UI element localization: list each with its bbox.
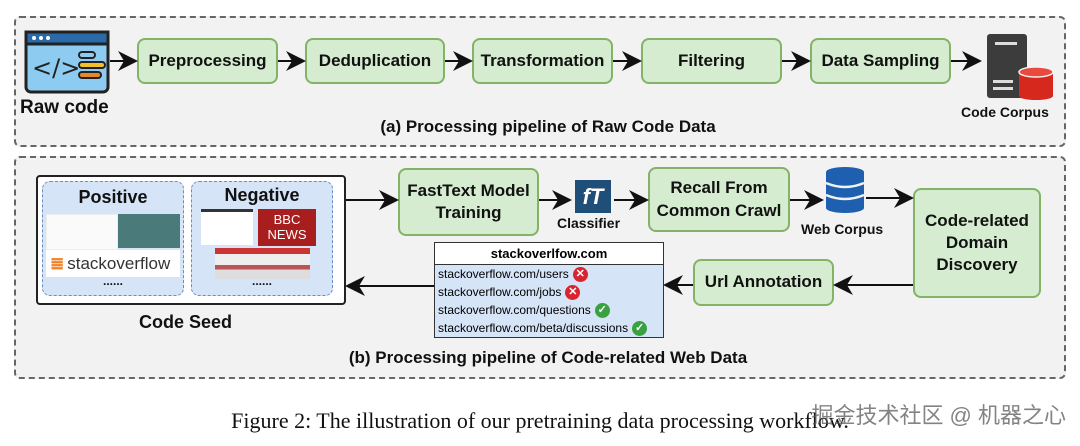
recall-common-crawl-box: Recall From Common Crawl	[648, 167, 790, 232]
stackoverflow-logo-text: stackoverflow	[67, 253, 171, 273]
svg-text:</>: </>	[32, 54, 80, 82]
stackoverflow-logo: ≣stackoverflow	[46, 250, 180, 277]
code-corpus-label: Code Corpus	[961, 104, 1049, 120]
news-site-thumbnail	[201, 209, 253, 245]
stackoverflow-icon: ≣	[50, 253, 65, 273]
url-table-title: stackoverlfow.com	[435, 243, 663, 265]
reject-x-icon: ✕	[565, 284, 581, 300]
accept-check-icon: ✓	[632, 320, 648, 336]
code-window-icon: </>	[24, 30, 110, 94]
positive-screenshot-thumbnail	[118, 214, 180, 248]
database-icon	[825, 167, 865, 213]
url-text: stackoverflow.com/questions	[438, 303, 591, 317]
url-text: stackoverflow.com/beta/discussions	[438, 321, 629, 335]
url-row: stackoverflow.com/beta/discussions✓	[435, 319, 663, 337]
negative-group: Negative BBC NEWS ......	[191, 181, 333, 296]
url-row: stackoverflow.com/questions✓	[435, 301, 663, 319]
cnn-site-thumbnail	[215, 248, 310, 279]
url-row: stackoverflow.com/users✕	[435, 265, 663, 283]
negative-title: Negative	[224, 185, 300, 205]
positive-title: Positive	[78, 187, 148, 207]
negative-ellipsis: ......	[251, 274, 272, 288]
url-table: stackoverlfow.com stackoverflow.com/user…	[434, 242, 664, 338]
url-text: stackoverflow.com/users	[438, 267, 569, 281]
step-transformation: Transformation	[472, 38, 613, 84]
step-preprocessing: Preprocessing	[137, 38, 278, 84]
url-row: stackoverflow.com/jobs✕	[435, 283, 663, 301]
code-seed-label: Code Seed	[139, 312, 233, 332]
panel-b-caption: (b) Processing pipeline of Code-related …	[348, 348, 748, 367]
domain-discovery-box: Code-related Domain Discovery	[913, 188, 1041, 298]
reject-x-icon: ✕	[572, 266, 588, 282]
step-filtering: Filtering	[641, 38, 782, 84]
watermark: 掘金技术社区 @ 机器之心	[811, 403, 1066, 428]
accept-check-icon: ✓	[594, 302, 610, 318]
web-corpus-label: Web Corpus	[801, 221, 884, 237]
positive-diagram-thumbnail	[46, 214, 118, 250]
fasttext-logo-icon: fT	[575, 180, 611, 213]
figure-caption: Figure 2: The illustration of our pretra…	[231, 408, 849, 433]
classifier-label: Classifier	[557, 215, 621, 231]
step-deduplication: Deduplication	[305, 38, 445, 84]
server-database-icon	[987, 34, 1054, 100]
bbc-news-logo: BBC NEWS	[258, 209, 316, 246]
url-text: stackoverflow.com/jobs	[438, 285, 562, 299]
positive-group: Positive ≣stackoverflow ......	[42, 181, 184, 296]
positive-ellipsis: ......	[102, 274, 123, 288]
panel-a-caption: (a) Processing pipeline of Raw Code Data	[380, 117, 716, 136]
raw-code-label: Raw code	[20, 97, 109, 118]
step-data-sampling: Data Sampling	[810, 38, 951, 84]
fasttext-training-box: FastText Model Training	[398, 168, 539, 236]
